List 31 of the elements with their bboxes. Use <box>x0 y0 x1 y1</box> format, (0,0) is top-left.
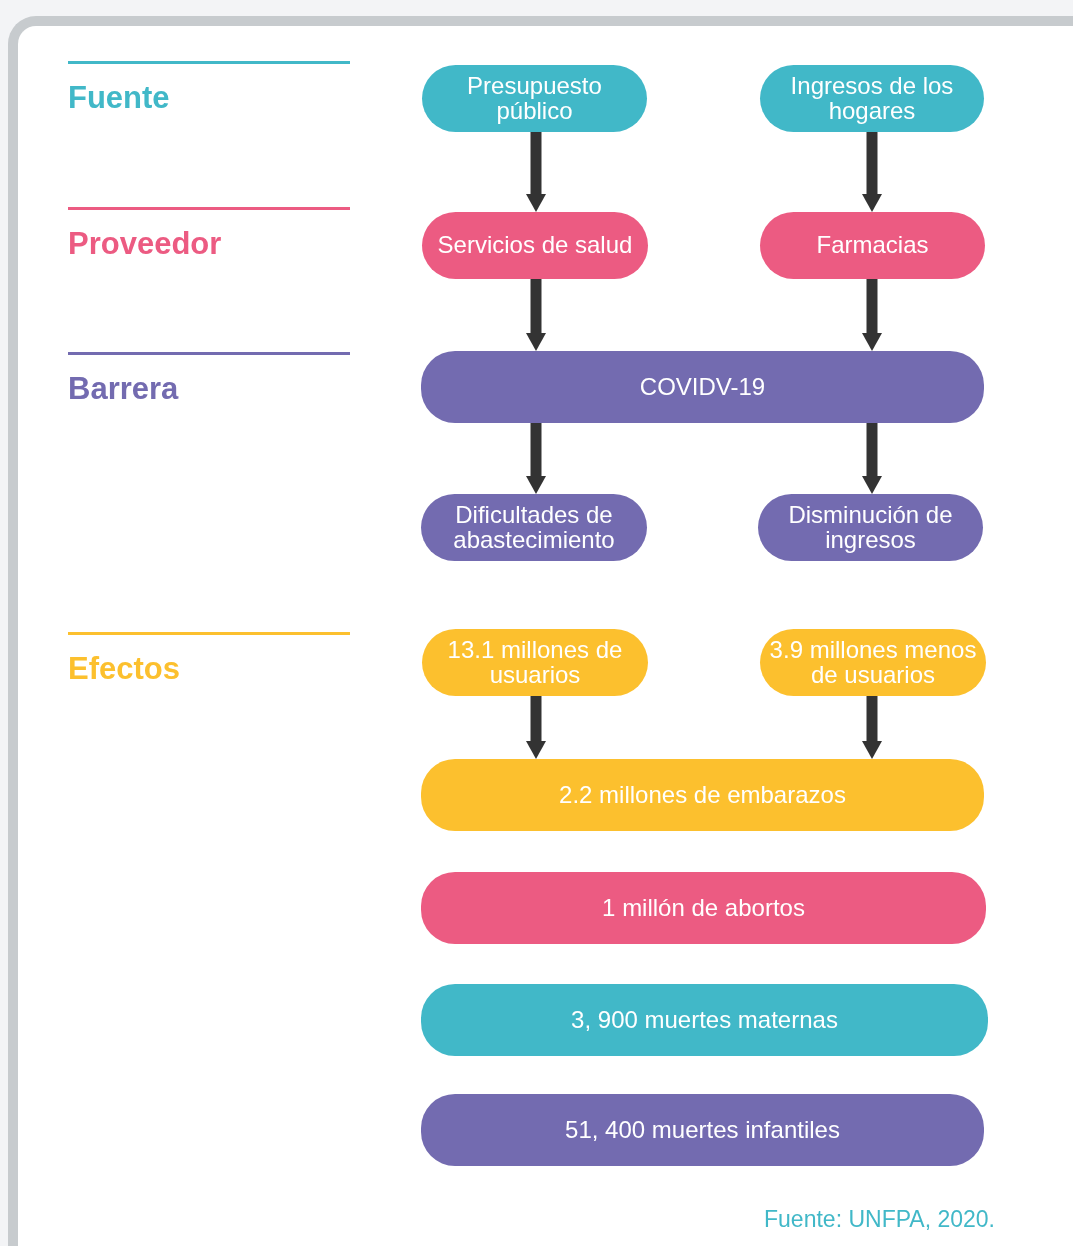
arrow <box>526 132 546 212</box>
arrow <box>862 696 882 759</box>
box-text: COVIDV-19 <box>639 374 766 400</box>
section-heading: Efectos <box>68 651 180 687</box>
rounded-box <box>421 984 988 1056</box>
rounded-box <box>421 351 984 423</box>
arrow <box>862 279 882 351</box>
box-text: 51, 400 muertes infantiles <box>565 1117 840 1143</box>
box-text: Farmacias <box>816 233 929 258</box>
rounded-box <box>421 872 986 944</box>
box-text: 13.1 millones de usuarios <box>446 638 624 687</box>
box-text: Servicios de salud <box>437 233 633 258</box>
box-text: Disminución de ingresos <box>787 503 954 552</box>
rounded-box <box>421 1094 984 1166</box>
box-text: 1 millón de abortos <box>602 895 805 921</box>
arrow <box>862 423 882 494</box>
box-text: Dificultades de abastecimiento <box>452 503 616 552</box>
arrow <box>526 696 546 759</box>
arrow <box>526 423 546 494</box>
arrow <box>526 279 546 351</box>
section-heading: Barrera <box>68 371 179 407</box>
source-caption: Fuente: UNFPA, 2020. <box>764 1206 995 1233</box>
section-heading: Fuente <box>68 80 170 116</box>
box-text: 3.9 millones menos de usuarios <box>768 638 978 687</box>
box-text: Ingresos de los hogares <box>789 74 955 123</box>
section-heading: Proveedor <box>68 226 222 262</box>
box-text: Presupuesto público <box>466 74 603 123</box>
arrow <box>862 132 882 212</box>
rounded-box <box>421 759 984 831</box>
box-text: 2.2 millones de embarazos <box>559 782 846 808</box>
box-text: 3, 900 muertes maternas <box>571 1007 838 1033</box>
